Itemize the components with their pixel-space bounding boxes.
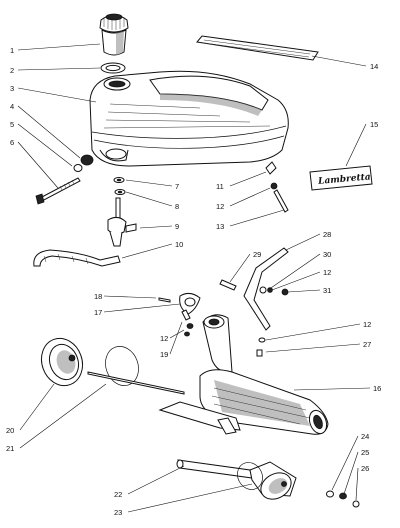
callout-labels: 1 2 3 4 5 6 7 8 9 10 11 12 13 14 15 18 1… — [6, 46, 381, 517]
part-small-fasteners — [256, 337, 266, 357]
callout-3: 3 — [10, 84, 14, 93]
part-small-washers — [113, 177, 126, 195]
part-fuel-tap — [107, 197, 137, 247]
callout-29: 29 — [253, 250, 261, 259]
callout-4: 4 — [10, 102, 14, 111]
callout-23: 23 — [114, 508, 122, 517]
callout-9: 9 — [175, 222, 179, 231]
part-end-cap — [40, 337, 185, 395]
part-silencer — [158, 314, 329, 435]
callout-1: 1 — [10, 46, 14, 55]
part-fuel-hose — [33, 249, 121, 267]
callout-2: 2 — [10, 66, 14, 75]
callout-12c: 12 — [363, 320, 371, 329]
callout-15: 15 — [370, 120, 378, 129]
callout-12d: 12 — [323, 268, 331, 277]
callout-6: 6 — [10, 138, 14, 147]
callout-10: 10 — [175, 240, 183, 249]
callout-31: 31 — [323, 286, 331, 295]
leader-lines — [17, 43, 371, 513]
callout-28: 28 — [323, 230, 331, 239]
callout-26: 26 — [361, 464, 369, 473]
part-end-fasteners — [326, 490, 360, 508]
part-silencer-bracket — [219, 247, 289, 331]
callout-14: 14 — [370, 62, 378, 71]
callout-8: 8 — [175, 202, 179, 211]
part-gasket — [100, 62, 126, 74]
callout-24: 24 — [361, 432, 369, 441]
callout-13: 13 — [216, 222, 224, 231]
callout-5: 5 — [10, 120, 14, 129]
part-bolt-and-washers — [35, 154, 94, 205]
callout-16: 16 — [373, 384, 381, 393]
part-fuel-tank — [89, 70, 289, 167]
callout-12a: 12 — [216, 202, 224, 211]
callout-7: 7 — [175, 182, 179, 191]
badge-brand-text: Lambretta — [317, 172, 371, 187]
callout-17: 17 — [94, 308, 102, 317]
part-exhaust-clamp — [158, 292, 201, 337]
callout-11: 11 — [216, 182, 224, 191]
part-mount-stud — [265, 161, 289, 213]
part-tail-pipe — [176, 459, 297, 500]
part-lambretta-badge: Lambretta — [309, 165, 373, 191]
callout-18: 18 — [94, 292, 102, 301]
callout-27: 27 — [363, 340, 371, 349]
callout-30: 30 — [323, 250, 331, 259]
callout-21: 21 — [6, 444, 14, 453]
callout-22: 22 — [114, 490, 122, 499]
callout-12b: 12 — [160, 334, 168, 343]
callout-20: 20 — [6, 426, 14, 435]
part-filler-neck — [99, 13, 129, 56]
callout-19: 19 — [160, 350, 168, 359]
part-rubber-strip — [196, 35, 319, 61]
callout-25: 25 — [361, 448, 369, 457]
